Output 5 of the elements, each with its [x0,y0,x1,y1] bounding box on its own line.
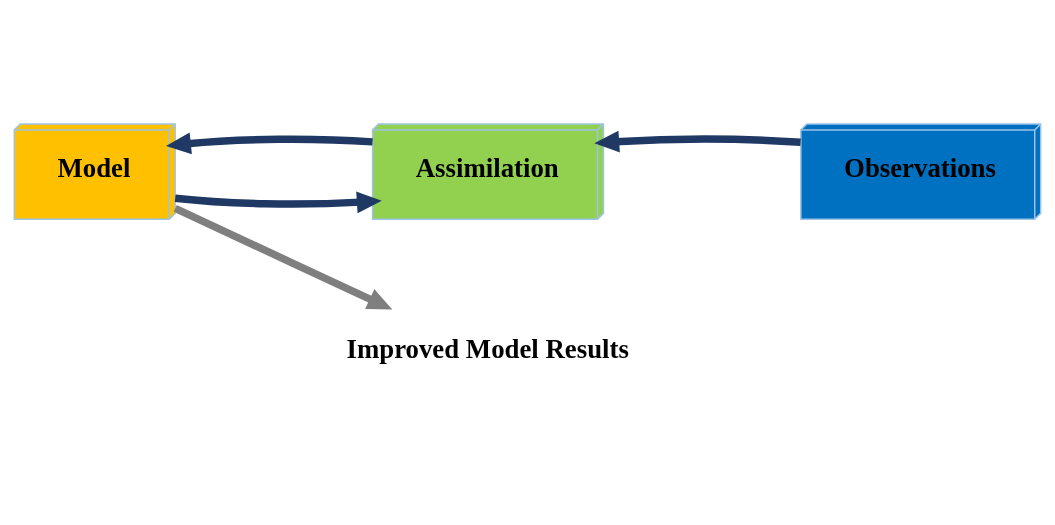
node-text: Improved Model Results [346,334,629,365]
arrow [594,130,801,153]
arrow [173,205,393,310]
arrow [166,132,373,155]
arrow [174,191,382,214]
